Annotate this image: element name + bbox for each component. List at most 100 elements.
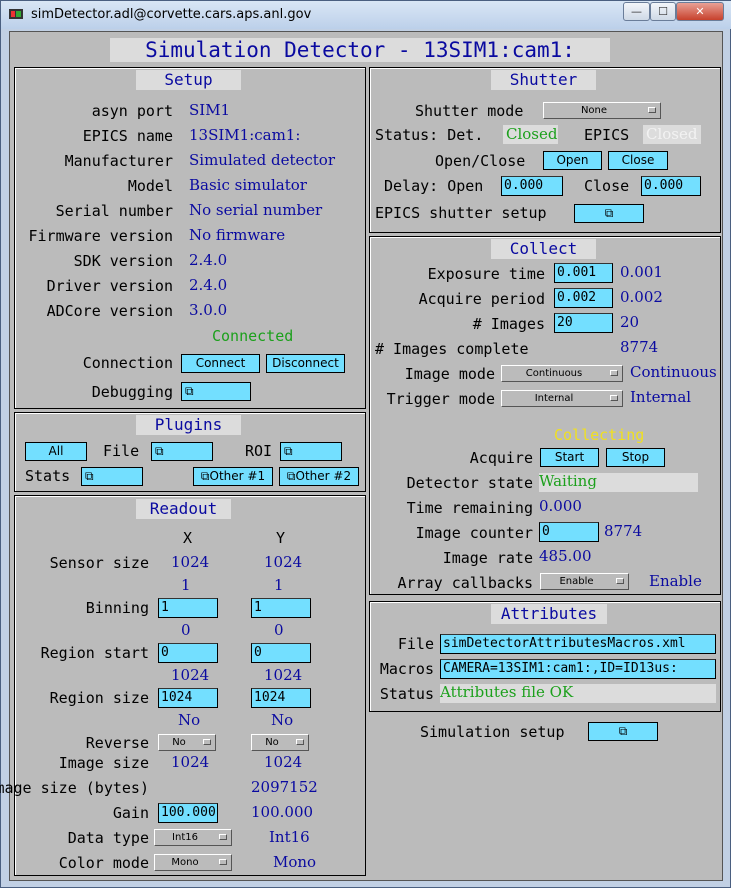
epics-shutter-setup-button[interactable]: ⧉ bbox=[574, 204, 644, 223]
maximize-button[interactable]: ☐ bbox=[650, 2, 676, 21]
attributes-macros-input[interactable]: CAMERA=13SIM1:cam1:,ID=ID13us: bbox=[440, 659, 716, 679]
acquire-period-input[interactable]: 0.002 bbox=[554, 288, 613, 308]
region-start-y-readback: 0 bbox=[274, 621, 284, 639]
attributes-status-value: Attributes file OK bbox=[440, 683, 574, 701]
exposure-time-input[interactable]: 0.001 bbox=[554, 263, 613, 283]
acquire-stop-button[interactable]: Stop bbox=[606, 448, 665, 467]
stats-plugin-button[interactable]: ⧉ bbox=[81, 467, 143, 486]
trigger-mode-menu-value: Internal bbox=[534, 393, 574, 404]
menu-indicator-icon bbox=[616, 578, 624, 584]
gain-readback: 100.000 bbox=[251, 803, 314, 821]
adcore-version-label: ADCore version bbox=[46, 302, 173, 320]
image-mode-label: Image mode bbox=[404, 365, 495, 383]
color-mode-menu[interactable]: Mono bbox=[154, 854, 232, 871]
file-plugin-button[interactable]: ⧉ bbox=[151, 442, 213, 461]
shutter-status-label: Status: Det. bbox=[375, 126, 484, 144]
roi-plugin-button[interactable]: ⧉ bbox=[280, 442, 342, 461]
shutter-mode-label: Shutter mode bbox=[415, 102, 524, 120]
gain-input[interactable]: 100.000 bbox=[158, 803, 218, 823]
shutter-mode-menu-value: None bbox=[580, 105, 608, 116]
collect-panel: Collect Exposure time 0.001 0.001 Acquir… bbox=[369, 236, 721, 595]
reverse-y-menu[interactable]: No bbox=[251, 734, 309, 751]
reverse-x-menu[interactable]: No bbox=[158, 734, 216, 751]
trigger-mode-menu[interactable]: Internal bbox=[501, 390, 623, 407]
menu-indicator-icon bbox=[296, 739, 304, 745]
image-size-x: 1024 bbox=[171, 753, 210, 771]
region-size-y-input[interactable]: 1024 bbox=[251, 688, 311, 708]
related-display-icon: ⧉ bbox=[284, 444, 293, 458]
epics-status-box: Closed bbox=[643, 125, 701, 144]
region-size-y-readback: 1024 bbox=[264, 666, 303, 684]
det-status-box: Closed bbox=[503, 125, 558, 144]
image-mode-menu[interactable]: Continuous bbox=[501, 365, 623, 382]
driver-version-label: Driver version bbox=[46, 277, 173, 295]
region-start-x-input[interactable]: 0 bbox=[158, 643, 218, 663]
exposure-time-label: Exposure time bbox=[427, 265, 545, 283]
debugging-related-display-button[interactable]: ⧉ bbox=[181, 382, 251, 401]
related-display-icon: ⧉ bbox=[155, 444, 164, 458]
other2-plugin-button[interactable]: ⧉Other #2 bbox=[279, 467, 359, 486]
region-start-y-input[interactable]: 0 bbox=[251, 643, 311, 663]
color-mode-label: Color mode bbox=[58, 854, 149, 872]
image-size-bytes-value: 2097152 bbox=[251, 778, 318, 796]
image-rate-label: Image rate bbox=[442, 549, 533, 567]
image-counter-readback: 8774 bbox=[604, 522, 643, 540]
roi-plugin-label: ROI bbox=[245, 442, 273, 460]
time-remaining-value: 0.000 bbox=[539, 497, 582, 515]
readout-col-x: X bbox=[183, 529, 193, 547]
model-value: Basic simulator bbox=[189, 176, 307, 194]
close-window-button[interactable]: ✕ bbox=[676, 2, 724, 21]
app-icon bbox=[9, 9, 23, 19]
shutter-open-button[interactable]: Open bbox=[543, 151, 602, 170]
color-mode-menu-value: Mono bbox=[171, 857, 199, 868]
images-complete-label: # Images complete bbox=[375, 340, 529, 358]
shutter-mode-menu[interactable]: None bbox=[543, 102, 661, 119]
epics-name-label: EPICS name bbox=[82, 127, 173, 145]
epics-shutter-status: Closed bbox=[646, 125, 698, 143]
model-label: Model bbox=[127, 177, 173, 195]
related-display-icon: ⧉ bbox=[286, 469, 296, 483]
delay-open-input[interactable]: 0.000 bbox=[501, 176, 563, 196]
epics-shutter-label: EPICS bbox=[584, 126, 630, 144]
data-type-menu[interactable]: Int16 bbox=[154, 829, 232, 846]
other1-plugin-button[interactable]: ⧉Other #1 bbox=[193, 467, 273, 486]
array-callbacks-menu-value: Enable bbox=[559, 576, 594, 587]
image-counter-input[interactable]: 0 bbox=[539, 522, 599, 542]
related-display-icon: ⧉ bbox=[618, 724, 628, 738]
attributes-file-input[interactable]: simDetectorAttributesMacros.xml bbox=[440, 634, 716, 654]
sensor-size-y: 1024 bbox=[264, 553, 303, 571]
attributes-status-label: Status bbox=[379, 685, 434, 703]
title-bar[interactable]: simDetector.adl@corvette.cars.aps.anl.go… bbox=[1, 1, 731, 29]
menu-indicator-icon bbox=[219, 834, 227, 840]
binning-label: Binning bbox=[85, 599, 149, 617]
binning-x-readback: 1 bbox=[181, 576, 191, 594]
array-callbacks-readback: Enable bbox=[649, 572, 702, 590]
menu-indicator-icon bbox=[219, 859, 227, 865]
array-callbacks-menu[interactable]: Enable bbox=[540, 573, 629, 590]
acquire-start-button[interactable]: Start bbox=[540, 448, 599, 467]
disconnect-button[interactable]: Disconnect bbox=[266, 354, 345, 373]
region-size-x-readback: 1024 bbox=[171, 666, 210, 684]
epics-name-value: 13SIM1:cam1: bbox=[189, 126, 301, 144]
connection-label: Connection bbox=[82, 354, 173, 372]
simulation-setup-button[interactable]: ⧉ bbox=[588, 722, 658, 741]
num-images-readback: 20 bbox=[620, 313, 640, 331]
region-size-x-input[interactable]: 1024 bbox=[158, 688, 218, 708]
shutter-close-button[interactable]: Close bbox=[608, 151, 668, 170]
delay-close-input[interactable]: 0.000 bbox=[641, 176, 701, 196]
firmware-version-label: Firmware version bbox=[28, 227, 174, 245]
connect-button[interactable]: Connect bbox=[181, 354, 260, 373]
minimize-button[interactable]: — bbox=[623, 2, 650, 21]
openclose-label: Open/Close bbox=[435, 152, 526, 170]
binning-x-input[interactable]: 1 bbox=[158, 598, 218, 618]
num-images-label: # Images bbox=[472, 315, 545, 333]
menu-indicator-icon bbox=[203, 739, 211, 745]
all-plugins-button[interactable]: All bbox=[25, 442, 87, 461]
sensor-size-x: 1024 bbox=[171, 553, 210, 571]
setup-panel: Setup asyn port SIM1 EPICS name 13SIM1:c… bbox=[14, 67, 366, 409]
binning-y-input[interactable]: 1 bbox=[251, 598, 311, 618]
menu-indicator-icon bbox=[648, 107, 656, 113]
num-images-input[interactable]: 20 bbox=[554, 313, 613, 333]
detector-state-box: Waiting bbox=[539, 472, 698, 492]
